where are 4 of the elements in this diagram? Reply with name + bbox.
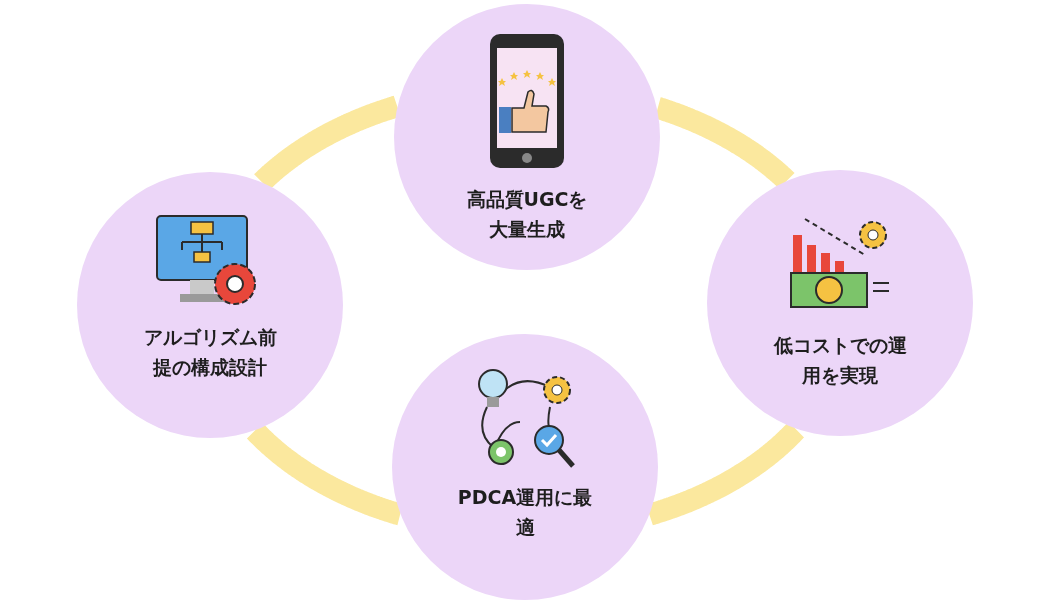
circle-label: PDCA運用に最適 (456, 485, 594, 540)
circle-label: アルゴリズム前提の構成設計 (142, 325, 278, 380)
circle-label: 低コストでの運用を実現 (772, 333, 908, 388)
circle-label: 高品質UGCを大量生成 (465, 187, 589, 242)
